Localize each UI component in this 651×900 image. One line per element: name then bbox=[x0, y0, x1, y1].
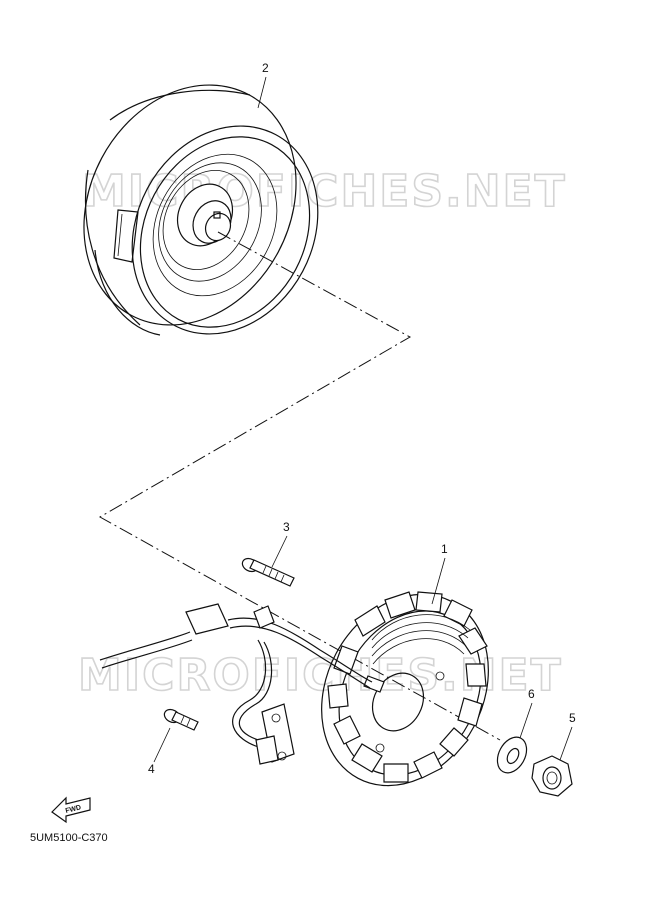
callout-number-6[interactable]: 6 bbox=[528, 687, 535, 701]
wire-harness bbox=[99, 603, 373, 749]
leader-line-4 bbox=[153, 727, 171, 763]
leader-line-2 bbox=[257, 76, 267, 109]
assembly-axis-line bbox=[98, 231, 501, 741]
watermark-top: MICROFICHES.NET bbox=[82, 166, 567, 217]
callout-number-1[interactable]: 1 bbox=[441, 542, 448, 556]
pickup-coil[interactable] bbox=[255, 703, 295, 765]
watermark-bottom: MICROFICHES.NET bbox=[78, 650, 563, 701]
callout-number-5[interactable]: 5 bbox=[569, 711, 576, 725]
washer-part-6[interactable] bbox=[492, 732, 533, 778]
callout-number-4[interactable]: 4 bbox=[148, 762, 155, 776]
callout-number-2[interactable]: 2 bbox=[262, 61, 269, 75]
screw-part-4[interactable] bbox=[162, 707, 199, 731]
forward-direction-arrow: FWD bbox=[51, 796, 91, 824]
diagram-code: 5UM5100-C370 bbox=[30, 832, 108, 844]
bolt-part-3[interactable] bbox=[240, 556, 295, 587]
leader-line-1 bbox=[431, 557, 446, 605]
leader-line-3 bbox=[271, 535, 288, 568]
rotor-flywheel[interactable] bbox=[43, 48, 353, 367]
callout-number-3[interactable]: 3 bbox=[283, 520, 290, 534]
leader-line-6 bbox=[519, 702, 533, 739]
leader-line-5 bbox=[559, 726, 573, 761]
nut-part-5[interactable] bbox=[531, 755, 573, 797]
fwd-label: FWD bbox=[65, 804, 82, 815]
